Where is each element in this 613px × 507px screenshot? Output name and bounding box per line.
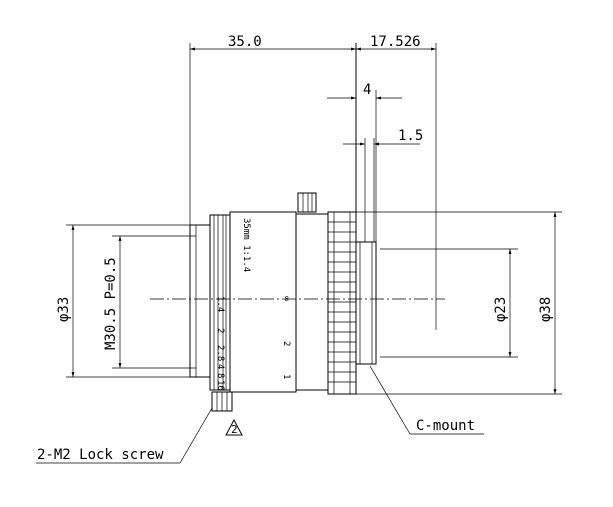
dim-phi23: φ23 [493, 297, 509, 322]
lens-markings: 35mm 1:1.4 1.4 2 2.8 4 8 16 ∞ 2 1 [215, 218, 291, 391]
aperture-mark-3: 2.8 [215, 345, 225, 361]
aperture-mark-6: 16 [215, 380, 225, 391]
lock-screw-label: 2-M2 Lock screw [37, 447, 164, 463]
right-dimensions [356, 211, 562, 395]
focus-mark-1: 1 [281, 374, 291, 379]
lens-body [189, 192, 377, 412]
dim-phi38: φ38 [538, 297, 554, 322]
note-number: 2 [231, 423, 238, 436]
knurling [328, 212, 356, 394]
note-triangle [225, 418, 243, 436]
dim-phi33: φ33 [56, 297, 72, 322]
dim-1-5: 1.5 [398, 128, 423, 144]
dim-35: 35.0 [228, 34, 262, 50]
dim-4: 4 [363, 82, 371, 98]
top-dimensions [189, 43, 437, 330]
dim-thread: M30.5 P=0.5 [103, 257, 119, 350]
focus-mark-2: 2 [281, 341, 291, 346]
aperture-mark-5: 8 [215, 373, 225, 378]
focal-mark: 35mm 1:1.4 [241, 218, 251, 272]
c-mount-label: C-mount [416, 418, 475, 434]
aperture-mark-1: 1.4 [215, 296, 225, 312]
dim-17526: 17.526 [370, 34, 421, 50]
aperture-mark-2: 2 [215, 328, 225, 333]
aperture-mark-4: 4 [215, 364, 225, 369]
lock-screw-leader [36, 407, 213, 464]
focus-mark-inf: ∞ [281, 296, 291, 302]
c-mount-leader [369, 365, 484, 435]
left-dimensions [66, 224, 196, 378]
